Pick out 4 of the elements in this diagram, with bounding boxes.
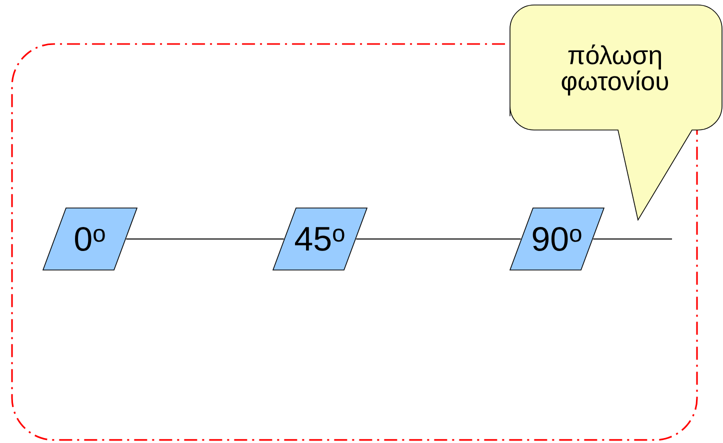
speech-bubble: πόλωση φωτονίου — [510, 4, 722, 220]
line — [356, 238, 522, 240]
line — [126, 238, 284, 240]
line — [592, 238, 672, 240]
